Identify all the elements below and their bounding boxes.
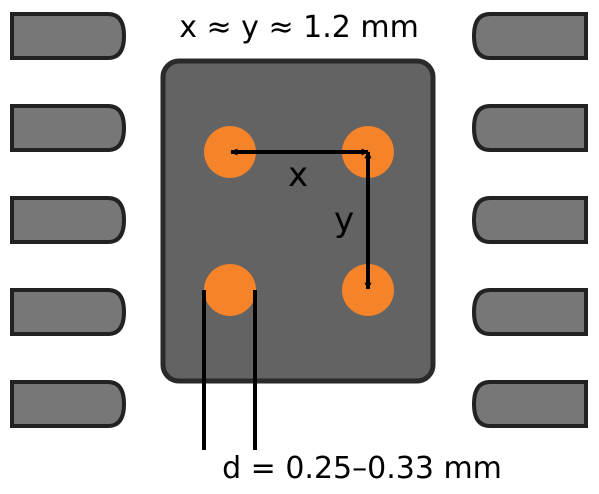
diameter-label: d = 0.25–0.33 mm <box>222 451 502 486</box>
dot-bottom-right <box>342 264 394 316</box>
pin-right-2 <box>471 104 588 152</box>
pin-left-5 <box>10 380 127 428</box>
pin-right-4 <box>471 288 588 336</box>
left-pins <box>10 12 127 428</box>
x-label: x <box>288 155 308 195</box>
pin-right-5 <box>471 380 588 428</box>
y-label: y <box>334 200 354 240</box>
dot-top-left <box>204 126 256 178</box>
pin-right-3 <box>471 196 588 244</box>
pin-left-1 <box>10 12 127 60</box>
pin-left-2 <box>10 104 127 152</box>
pitch-title: x ≈ y ≈ 1.2 mm <box>179 10 419 45</box>
pin-left-4 <box>10 288 127 336</box>
pin-right-1 <box>471 12 588 60</box>
dot-bottom-left <box>204 264 256 316</box>
pin-left-3 <box>10 196 127 244</box>
right-pins <box>471 12 588 428</box>
solder-dots <box>204 126 394 316</box>
